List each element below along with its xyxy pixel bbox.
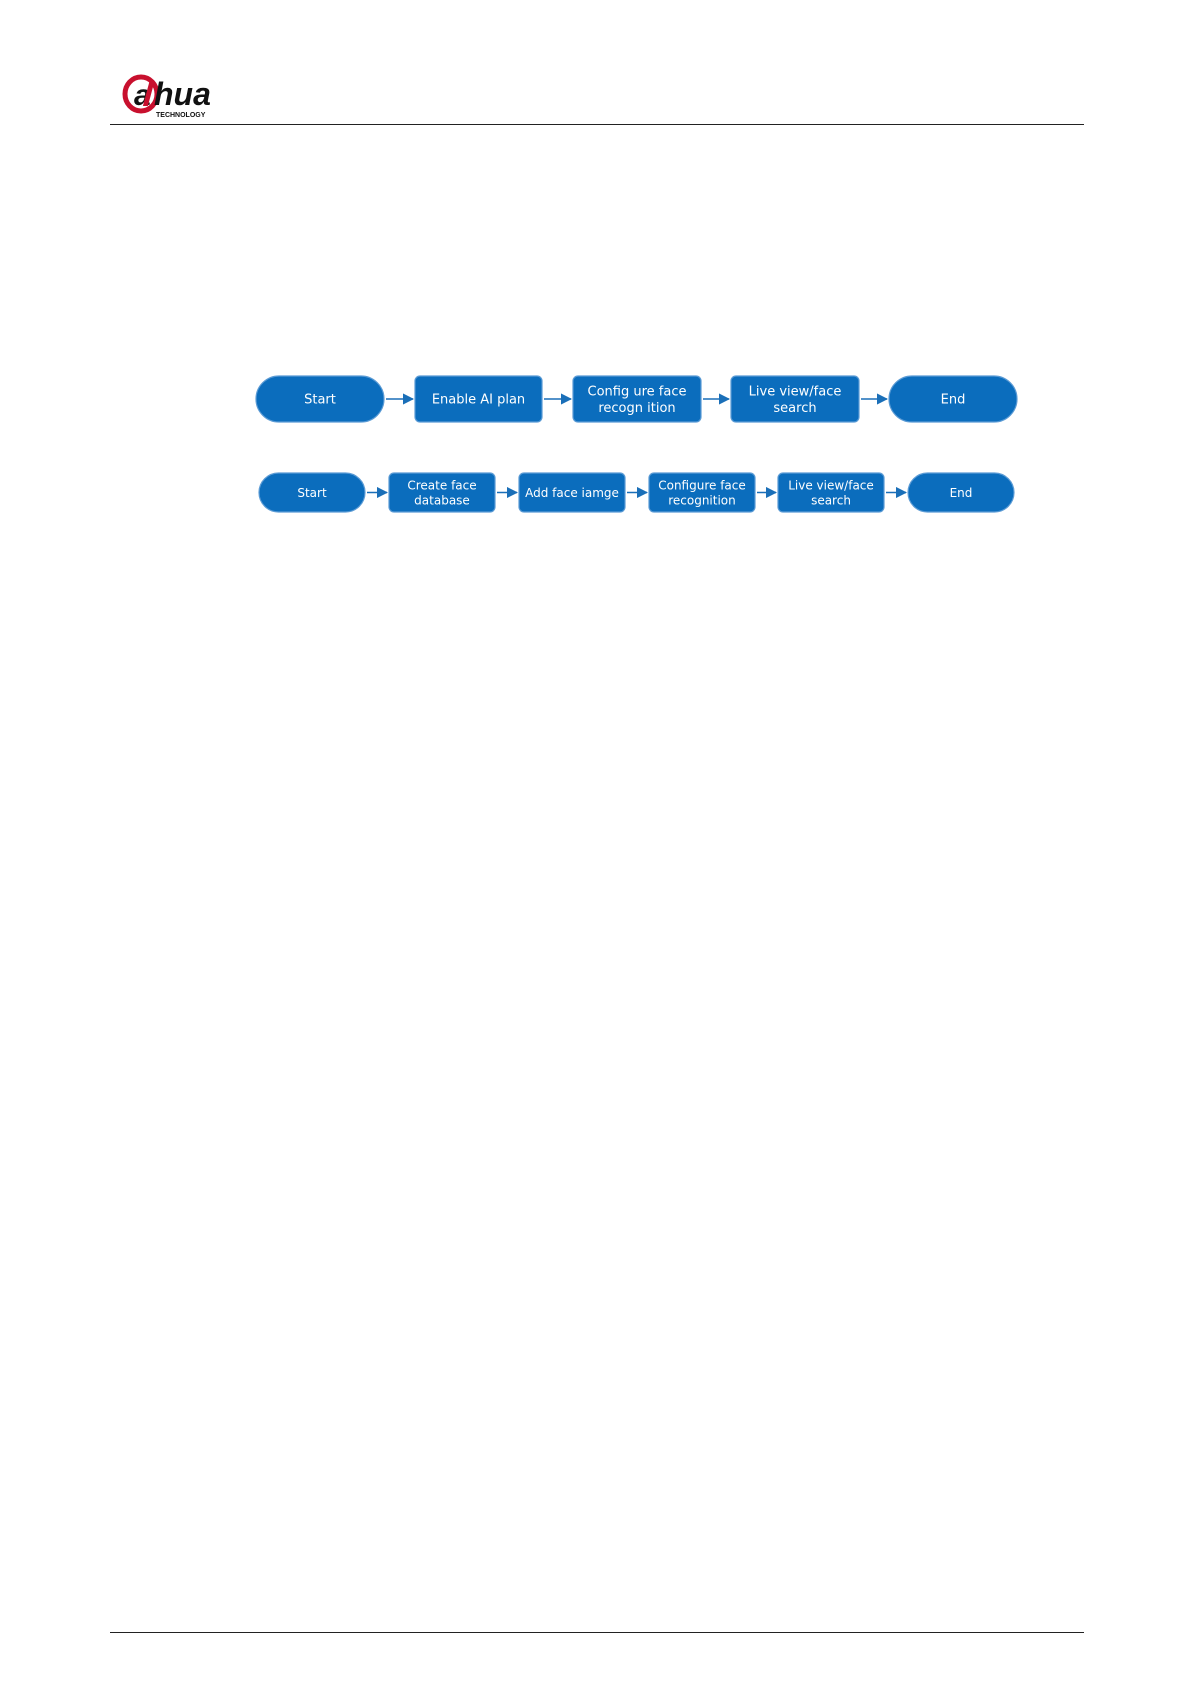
flow-node-label: End (950, 486, 973, 500)
flow-end-node (908, 473, 1014, 512)
flow-node-label: End (941, 393, 966, 408)
flow-node-label: Create face (407, 478, 476, 492)
flow-node-label: database (414, 493, 470, 507)
flow-step-node (731, 376, 859, 422)
flow-start-node (259, 473, 365, 512)
flow-node-label: Live view/face (788, 478, 874, 492)
footer-divider (110, 1632, 1084, 1633)
flow-node-label: search (773, 401, 816, 416)
flow-node-label: recogn ition (598, 401, 675, 416)
flow-node-label: Enable AI plan (432, 393, 525, 408)
logo-tagline: TECHNOLOGY (156, 112, 206, 119)
flow-node-label: Config ure face (588, 385, 687, 400)
dahua-logo: a hua TECHNOLOGY (120, 72, 260, 122)
flow-start-node (256, 376, 384, 422)
flow-step-node (649, 473, 755, 512)
flow-node-label: Start (304, 393, 336, 408)
flow-node-label: Configure face (658, 478, 746, 492)
flow-end-node (889, 376, 1017, 422)
flow-node-label: Add face iamge (525, 486, 619, 500)
flow-step-node (389, 473, 495, 512)
flowchart-ai-plan: Start Enable AI plan Config ure facerecogn… (256, 376, 1017, 422)
flow-node-label: Start (297, 486, 327, 500)
flow-step-node (573, 376, 701, 422)
header-divider (110, 124, 1084, 125)
flow-step-node (778, 473, 884, 512)
flow-node-label: search (811, 493, 851, 507)
flow-step-node (415, 376, 542, 422)
flow-node-label: recognition (668, 493, 736, 507)
flow-step-node (519, 473, 625, 512)
flow-node-label: Live view/face (749, 385, 842, 400)
logo-wordmark-rest: hua (154, 76, 211, 112)
